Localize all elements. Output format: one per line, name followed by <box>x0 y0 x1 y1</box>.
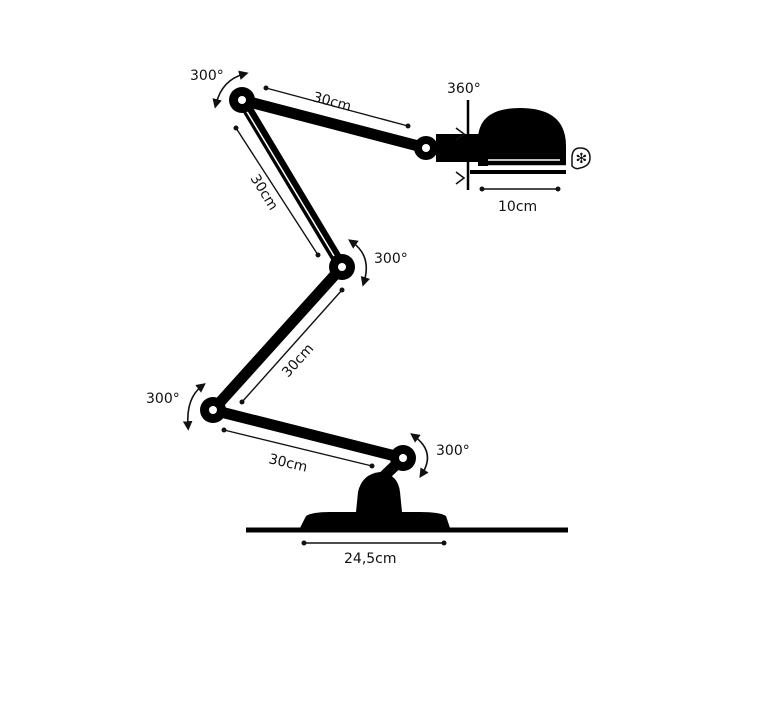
arm-lower <box>207 404 409 464</box>
length-label-base: 24,5cm <box>344 551 397 567</box>
length-label-shade: 10cm <box>498 199 537 215</box>
dimension-lines <box>221 85 561 546</box>
angle-label-head: 360° <box>447 81 481 97</box>
length-label-lower-arm: 30cm <box>267 451 309 475</box>
lamp-head <box>436 100 566 190</box>
lamp-arms <box>207 94 432 486</box>
angle-label-top-left: 300° <box>190 68 224 84</box>
svg-text:✻: ✻ <box>576 151 588 167</box>
rotation-arcs <box>182 70 429 479</box>
arm-middle <box>207 261 348 416</box>
joint-middle <box>329 254 355 280</box>
arm-upper <box>236 94 348 273</box>
arm-top <box>236 94 432 154</box>
angle-label-lower-left: 300° <box>146 391 180 407</box>
joint-base <box>390 445 416 471</box>
angle-label-middle-right: 300° <box>374 251 408 267</box>
bulb-icon: ✻ <box>571 147 591 170</box>
joint-lower-left <box>200 397 226 423</box>
lamp-base <box>300 472 450 528</box>
length-label-upper-arm: 30cm <box>247 172 281 214</box>
joint-head <box>414 136 438 160</box>
joint-top-left <box>229 87 255 113</box>
length-label-top-arm: 30cm <box>311 89 353 115</box>
length-label-middle-arm: 30cm <box>279 341 317 381</box>
angle-label-base: 300° <box>436 443 470 459</box>
